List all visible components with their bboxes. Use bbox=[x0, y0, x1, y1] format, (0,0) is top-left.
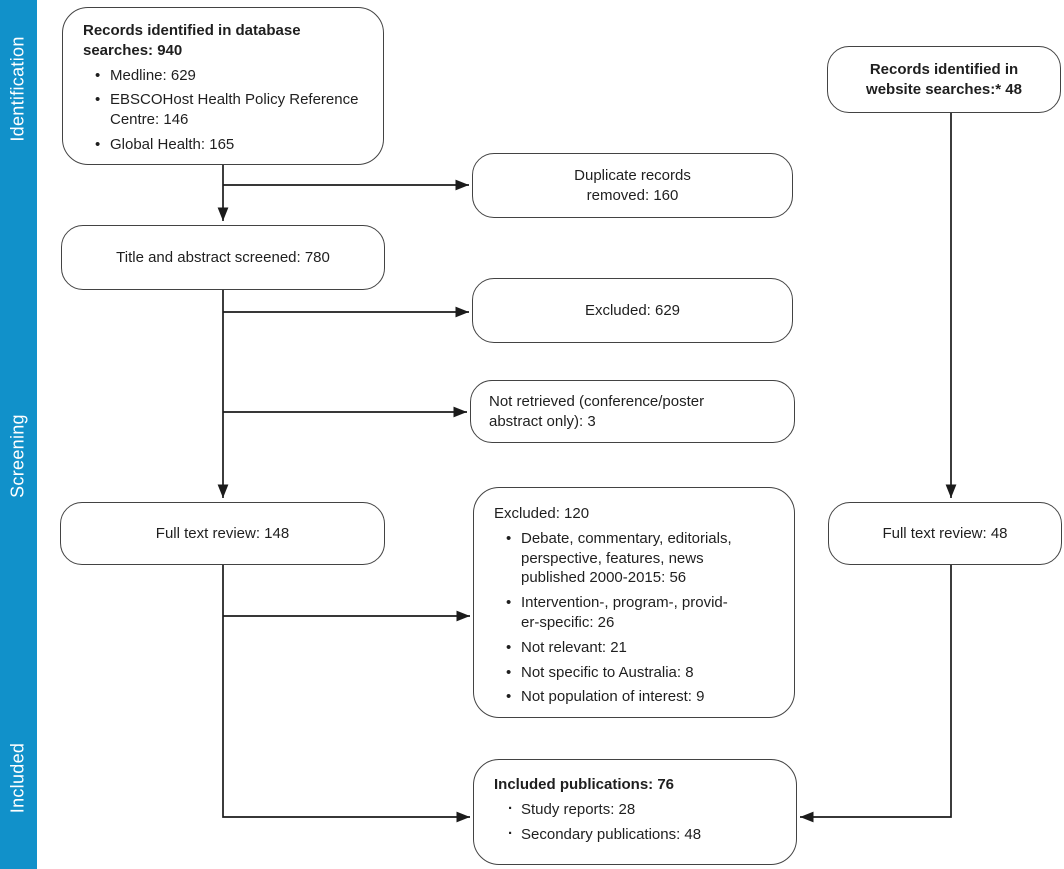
list-item: Not specific to Australia: 8 bbox=[506, 663, 778, 683]
list-item: Secondary publications: 48 bbox=[506, 824, 780, 845]
arrow-webfulltext-to-included bbox=[800, 565, 952, 823]
box-included-publications: Included publications: 76 Study reports:… bbox=[473, 759, 797, 865]
box-website-records-title: Records identified in website searches:*… bbox=[866, 60, 1022, 98]
box-included-publications-title: Included publications: 76 bbox=[494, 776, 675, 793]
box-database-records: Records identified in database searches:… bbox=[62, 7, 384, 165]
box-full-text-review-website: Full text review: 48 bbox=[828, 502, 1062, 565]
database-records-list: Medline: 629 EBSCOHost Health Policy Ref… bbox=[83, 66, 367, 155]
list-item: Medline: 629 bbox=[95, 66, 367, 86]
box-duplicates-removed: Duplicate records removed: 160 bbox=[472, 153, 793, 218]
list-item: Not population of interest: 9 bbox=[506, 687, 778, 707]
list-item: Intervention-, program-, provid- er-spec… bbox=[506, 593, 778, 633]
box-full-text-review-database: Full text review: 148 bbox=[60, 502, 385, 565]
list-item: Study reports: 28 bbox=[506, 799, 780, 820]
box-not-retrieved: Not retrieved (conference/poster abstrac… bbox=[470, 380, 795, 443]
box-not-retrieved-label: Not retrieved (conference/poster abstrac… bbox=[489, 392, 705, 430]
box-excluded-titles: Excluded: 629 bbox=[472, 278, 793, 343]
included-publications-list: Study reports: 28 Secondary publications… bbox=[494, 799, 780, 845]
box-database-records-title: Records identified in database searches:… bbox=[83, 22, 301, 59]
box-full-text-review-website-label: Full text review: 48 bbox=[882, 524, 1008, 542]
stage-sidebar: Identification Screening Included bbox=[0, 0, 37, 869]
box-excluded-titles-label: Excluded: 629 bbox=[584, 301, 681, 319]
box-title-abstract-screened: Title and abstract screened: 780 bbox=[61, 225, 385, 290]
box-excluded-full-text: Excluded: 120 Debate, commentary, editor… bbox=[473, 487, 795, 718]
box-duplicates-removed-label: Duplicate records removed: 160 bbox=[574, 166, 691, 204]
box-full-text-review-database-label: Full text review: 148 bbox=[155, 524, 290, 542]
box-website-records: Records identified in website searches:*… bbox=[827, 46, 1061, 113]
list-item: Not relevant: 21 bbox=[506, 638, 778, 658]
box-title-abstract-screened-label: Title and abstract screened: 780 bbox=[116, 248, 330, 266]
list-item: Debate, commentary, editorials, perspect… bbox=[506, 529, 778, 588]
arrow-fulltext-to-included bbox=[222, 565, 470, 823]
list-item: EBSCOHost Health Policy Reference Centre… bbox=[95, 90, 367, 130]
list-item: Global Health: 165 bbox=[95, 135, 367, 155]
excluded-full-text-list: Debate, commentary, editorials, perspect… bbox=[494, 529, 778, 707]
box-excluded-full-text-title: Excluded: 120 bbox=[494, 505, 590, 522]
